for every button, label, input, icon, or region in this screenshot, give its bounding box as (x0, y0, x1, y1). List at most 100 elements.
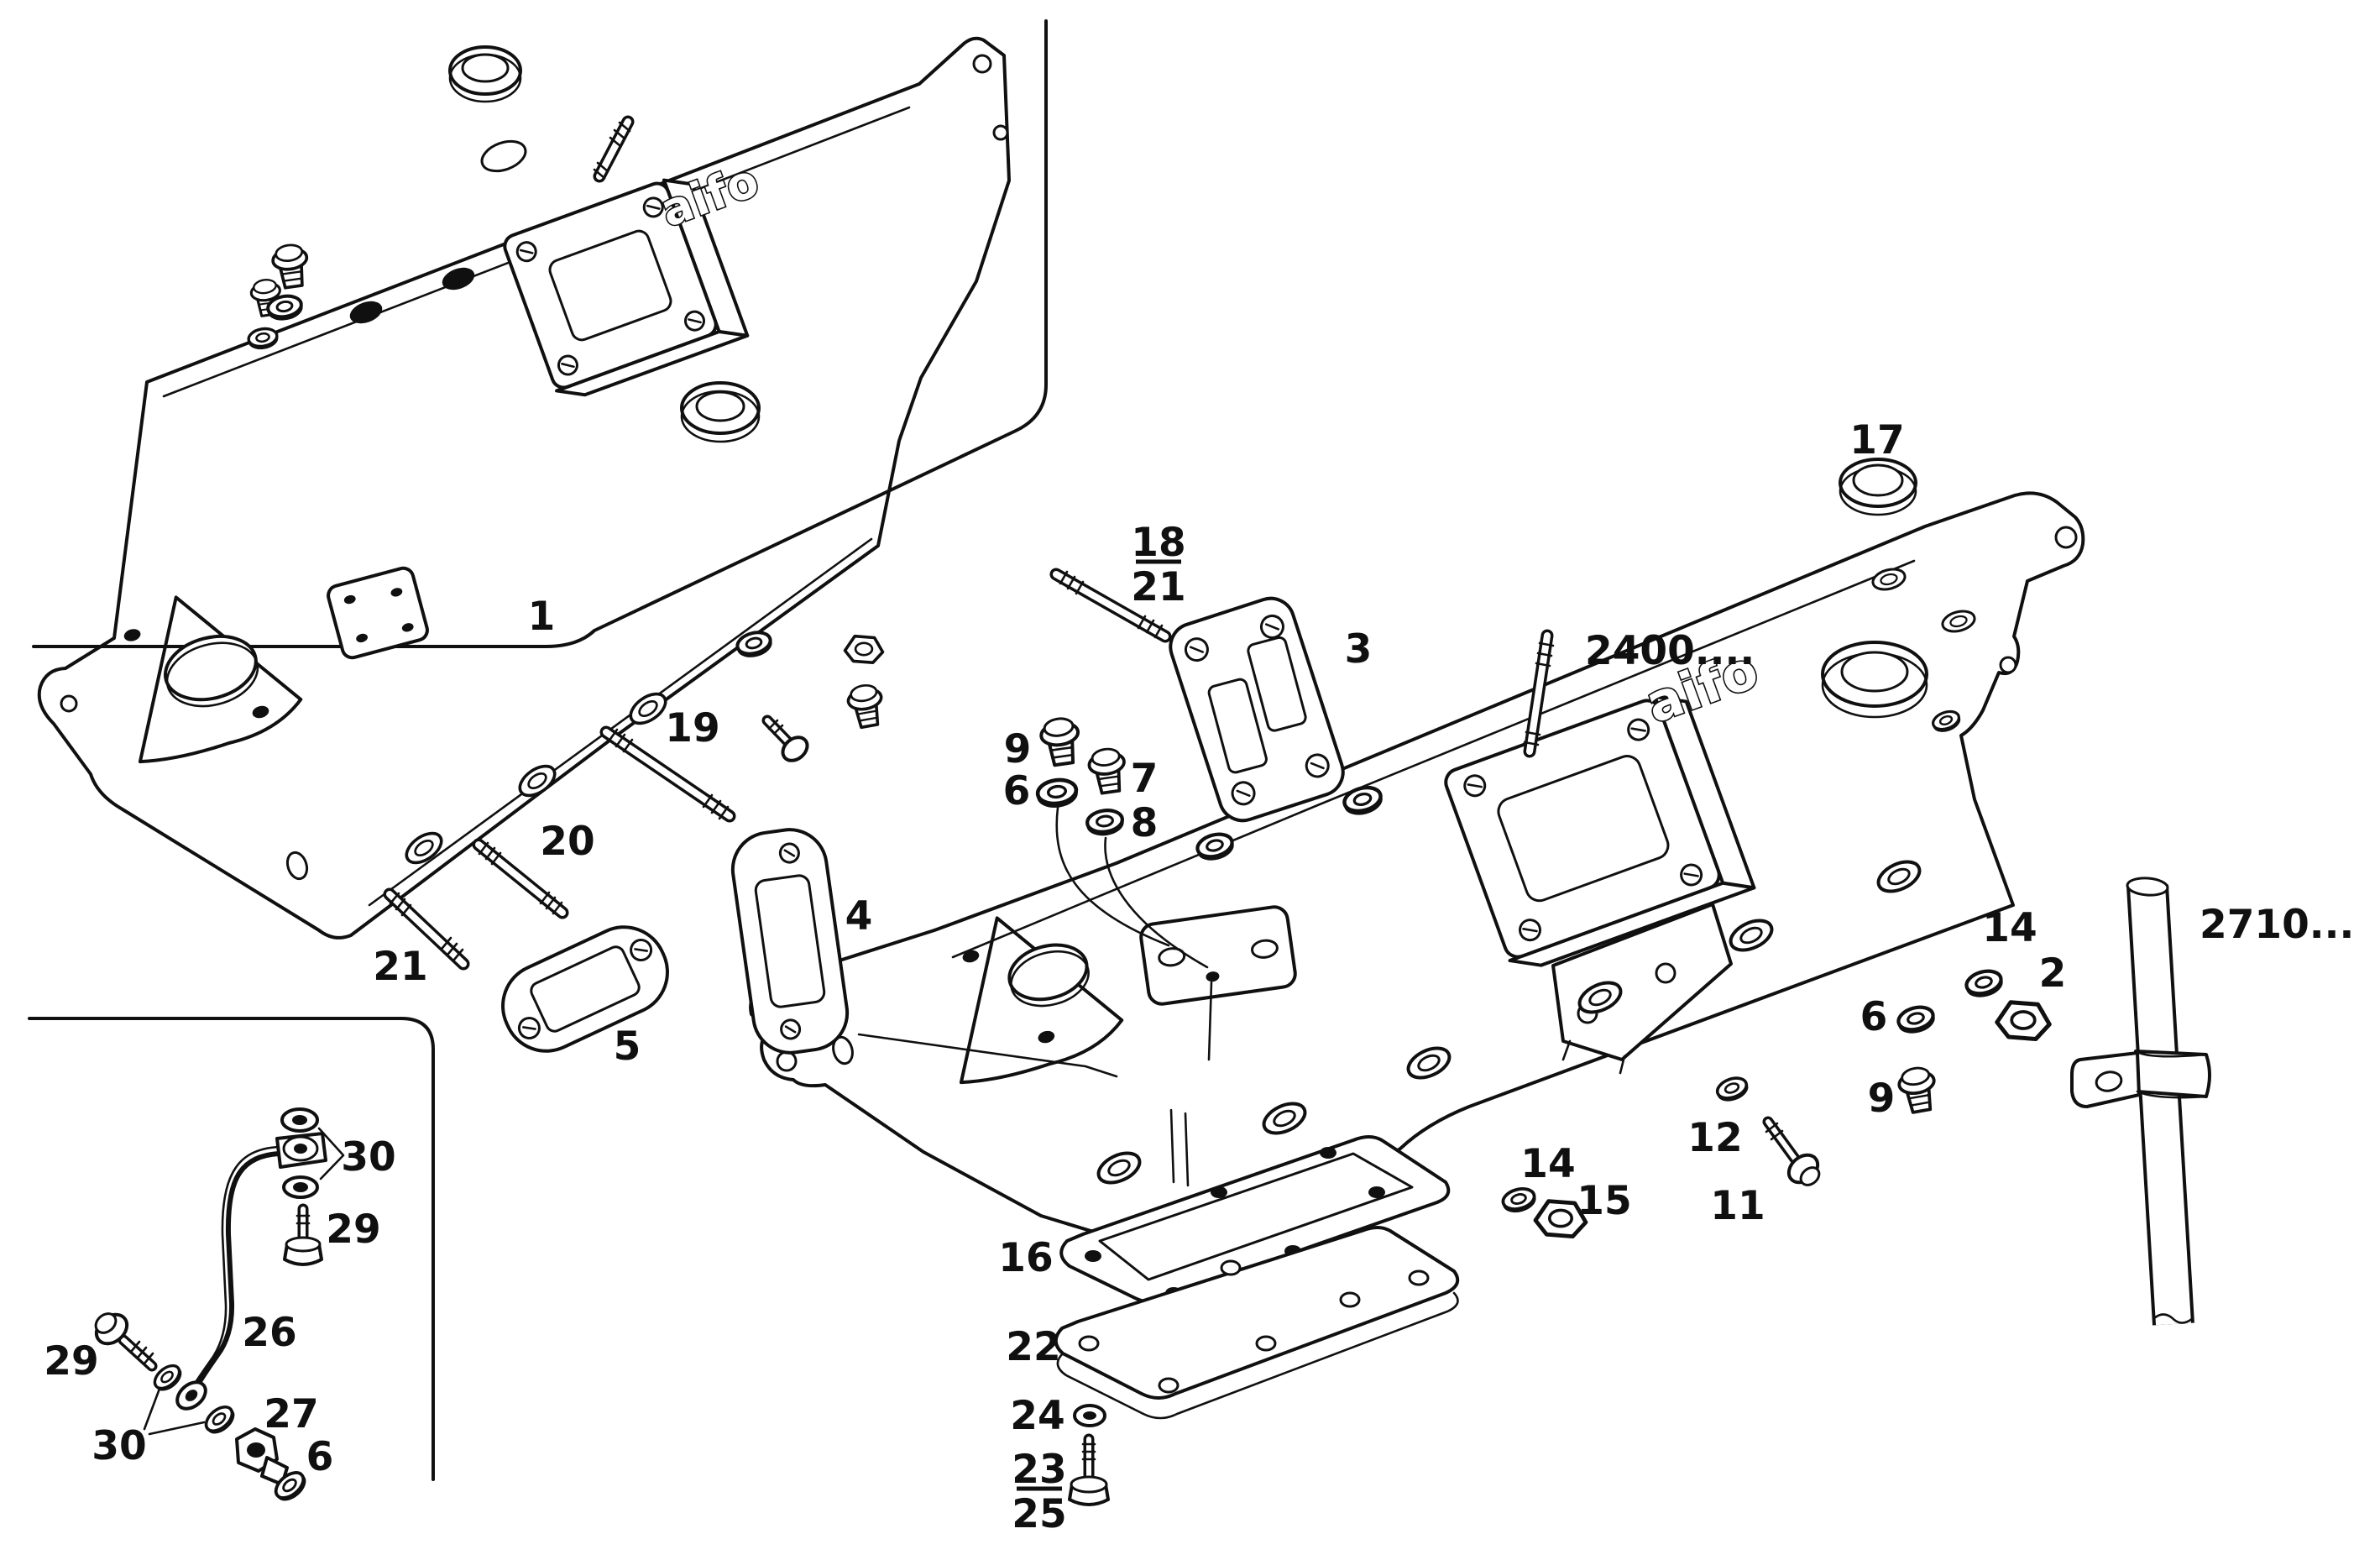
oil-pipe-assembly (94, 1107, 345, 1507)
mounting-pad (327, 566, 429, 660)
banjo-bolt-29-top (283, 1203, 323, 1266)
end-flange (959, 916, 1124, 1085)
cover-plate (1444, 694, 1756, 967)
part-callout-22: 22 (1006, 1324, 1060, 1370)
round-port (1821, 641, 1928, 719)
part-callout-9: 9 (1868, 1076, 1896, 1122)
part-callout-7: 7 (1131, 756, 1159, 802)
wing-hole (1999, 656, 2017, 674)
nut-2 (1997, 1002, 2050, 1039)
bolt-11 (1762, 1116, 1821, 1186)
svg-text:18: 18 (1131, 520, 1185, 566)
part-callout-6: 6 (306, 1434, 334, 1480)
bolt-29-bottom (94, 1312, 158, 1372)
part-callout-29: 29 (326, 1207, 380, 1253)
pipe-26 (191, 1151, 281, 1394)
part-callout-4: 4 (845, 893, 873, 940)
banjo-union-top (275, 1107, 327, 1199)
part-callout-20: 20 (540, 819, 594, 865)
washer-14 (1499, 1184, 1539, 1217)
part-callout-14: 14 (1520, 1141, 1575, 1187)
manifold-main: aifo (749, 491, 2085, 1251)
part-callout-1: 1 (528, 594, 556, 640)
gasket-3 (1169, 596, 1345, 823)
end-flange (123, 595, 303, 764)
panel-border-oil-pipe-view (28, 1017, 435, 1481)
part-callout-27: 27 (264, 1391, 318, 1437)
wing-hole (2054, 526, 2078, 549)
round-port (680, 381, 761, 443)
part-callout-11: 11 (1710, 1183, 1765, 1229)
stud-19 (599, 725, 736, 823)
part-callout-12: 12 (1687, 1115, 1742, 1161)
part-callout-5: 5 (614, 1023, 641, 1070)
stud-20 (472, 838, 569, 919)
ref-code: 2710... (2200, 902, 2354, 948)
part-callout-21: 21 (373, 944, 427, 990)
leader-line (1104, 836, 1209, 969)
stud-21 (383, 887, 470, 971)
foot-ear-hole (60, 694, 78, 713)
leader-line (1055, 806, 1170, 947)
plug-9 (1037, 715, 1084, 768)
ref-code: 2400.... (1585, 628, 1755, 674)
gasket-5 (501, 925, 669, 1053)
part-callout-6: 6 (1003, 768, 1031, 814)
part-callout-3: 3 (1345, 626, 1373, 673)
leader-30-top (317, 1127, 345, 1180)
part-callout-30: 30 (92, 1423, 146, 1469)
cover-plate (503, 178, 750, 397)
washer-6 (1036, 777, 1078, 809)
part-callout-29: 29 (44, 1338, 98, 1385)
bolt-23-25 (1068, 1433, 1110, 1506)
pipe-end-fitting (175, 1380, 207, 1411)
part-callout-8: 8 (1131, 800, 1159, 846)
part-callout-2: 2 (2039, 950, 2067, 997)
washer-8 (1085, 809, 1124, 837)
part-callout-14: 14 (1982, 905, 2037, 951)
svg-text:23: 23 (1012, 1447, 1066, 1493)
stud-18-21 (1049, 568, 1172, 643)
part-callout-19: 19 (665, 705, 719, 751)
part-callout-30: 30 (341, 1134, 395, 1180)
foot-ear-hole (776, 1050, 798, 1072)
svg-text:25: 25 (1012, 1491, 1066, 1537)
plug-7 (1085, 745, 1130, 797)
panel-border-assembled-view (32, 19, 1048, 648)
manifold-assembled: aifo (37, 36, 1011, 940)
stud-2400 (1523, 629, 1555, 758)
union-27 (235, 1427, 289, 1486)
part-callout-9: 9 (1004, 726, 1032, 772)
washer-14 (1964, 967, 2004, 999)
part-callout-6: 6 (1860, 994, 1888, 1040)
washer-24 (1073, 1404, 1106, 1427)
seal-ring-17 (1839, 458, 1917, 516)
plug-9 (1895, 1064, 1941, 1116)
gasket-4 (730, 828, 850, 1055)
small-bolt (761, 715, 809, 762)
pipe-clamp (2070, 1050, 2211, 1108)
part-callout-26: 26 (242, 1310, 296, 1356)
part-callout-24: 24 (1010, 1393, 1064, 1439)
part-callout-16: 16 (998, 1235, 1053, 1281)
ref-code-layer: 2400.... 2710... (1585, 628, 2354, 948)
support-pipe-2710 (2070, 877, 2211, 1326)
part-callout-17: 17 (1849, 417, 1904, 463)
washer-30 (200, 1400, 240, 1439)
bottom-cover-plate-22 (1054, 1226, 1460, 1420)
svg-text:21: 21 (1131, 564, 1185, 610)
washer-12 (1713, 1072, 1752, 1106)
wing-hole (972, 54, 992, 74)
seal-ring (448, 45, 522, 103)
cover-bracket (1551, 903, 1733, 1075)
wing-hole (992, 124, 1009, 141)
stud (593, 115, 635, 183)
part-callout-15: 15 (1577, 1178, 1631, 1224)
washer-6 (1896, 1003, 1936, 1035)
leader-30-bottom (143, 1387, 206, 1436)
